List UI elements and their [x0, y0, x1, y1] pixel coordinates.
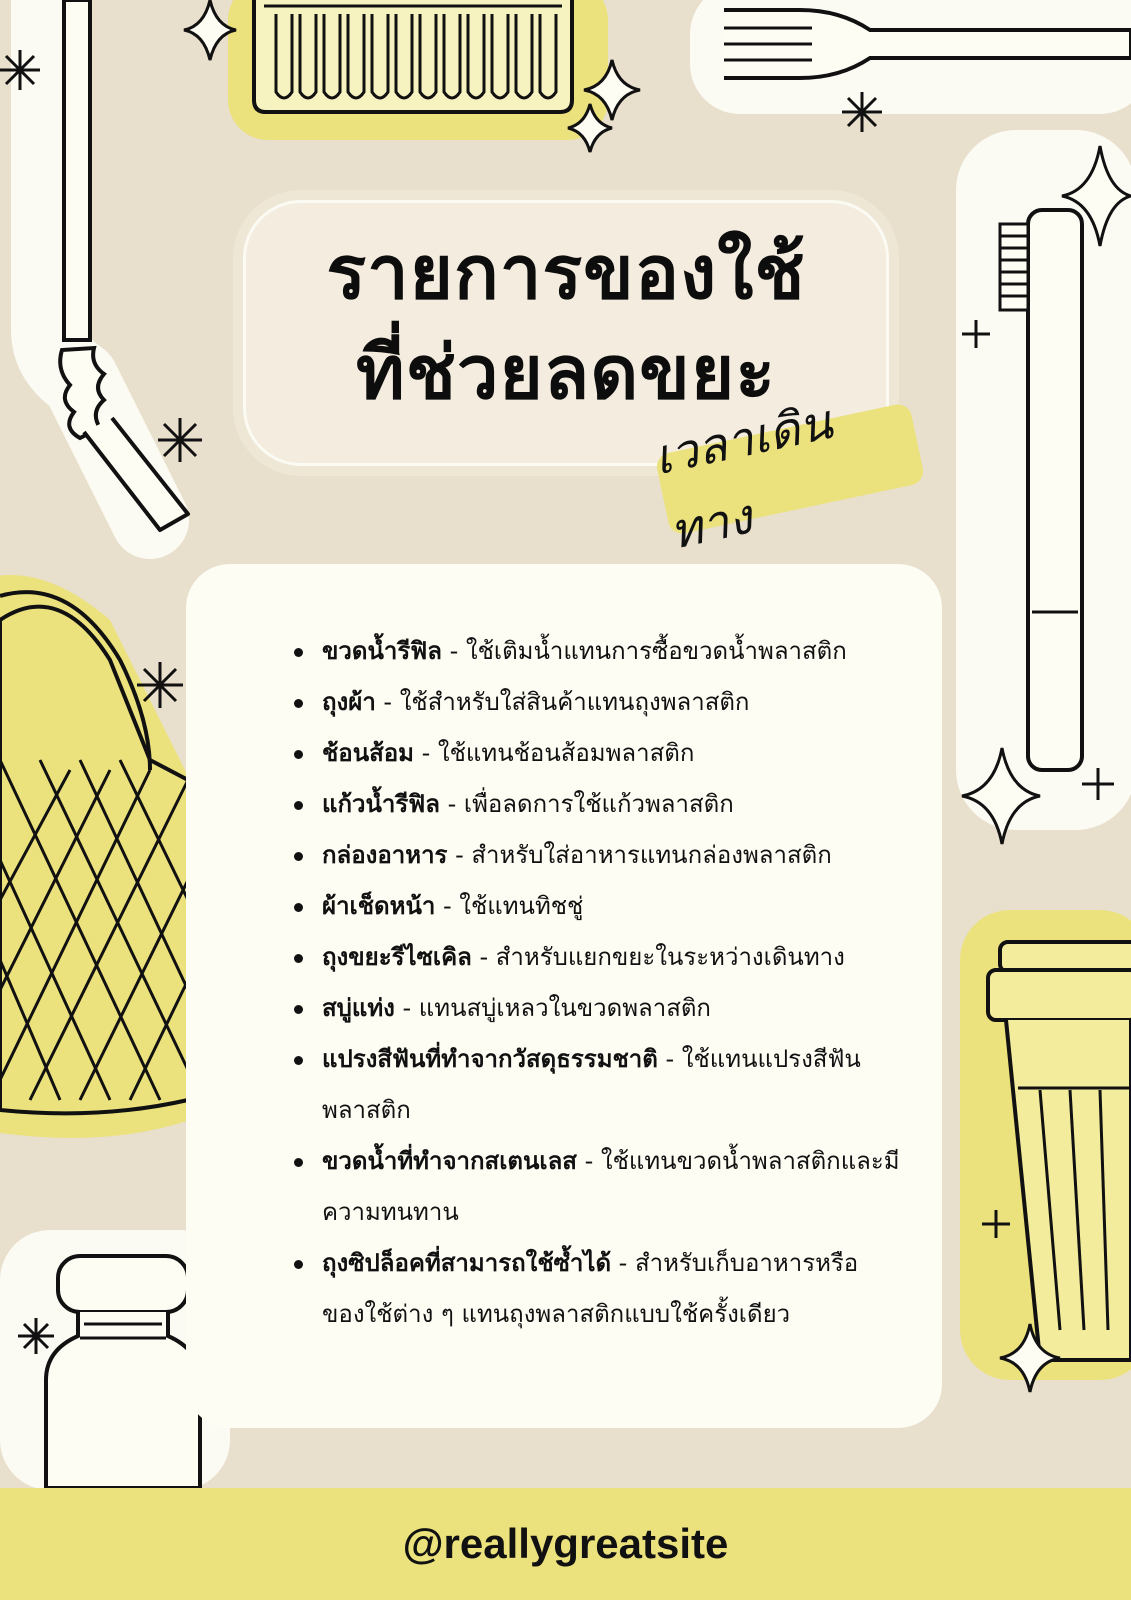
page-title-line-1: รายการของใช้ [326, 230, 806, 316]
item-name: ถุงซิปล็อคที่สามารถใช้ซ้ำได้ [322, 1249, 612, 1277]
mesh-bag-icon [0, 575, 190, 1138]
item-name: กล่องอาหาร [322, 841, 448, 869]
coffee-cup-icon [960, 910, 1131, 1380]
item-description: - ใช้เติมน้ำแทนการซื้อขวดน้ำพลาสติก [441, 637, 847, 665]
item-name: ขวดน้ำที่ทำจากสเตนเลส [322, 1147, 577, 1175]
item-description: - สำหรับใส่อาหารแทนกล่องพลาสติก [447, 841, 832, 869]
fork-icon [690, 0, 1131, 114]
page-title-line-2: ที่ช่วยลดขยะ [355, 330, 776, 416]
item-description: - สำหรับเก็บอาหารหรือของใช้ต่าง ๆ แทนถุง… [322, 1249, 859, 1328]
item-name: ขวดน้ำรีฟิล [322, 637, 442, 665]
item-description: - สำหรับแยกขยะในระหว่างเดินทาง [471, 943, 845, 971]
items-card: ขวดน้ำรีฟิล - ใช้เติมน้ำแทนการซื้อขวดน้ำ… [186, 564, 942, 1428]
title-panel: รายการของใช้ ที่ช่วยลดขยะ [243, 200, 889, 466]
item-description: - ใช้สำหรับใส่สินค้าแทนถุงพลาสติก [375, 688, 750, 716]
item-name: แก้วน้ำรีฟิล [322, 790, 440, 818]
item-description: - เพื่อลดการใช้แก้วพลาสติก [439, 790, 734, 818]
subtitle-badge: เวลาเดินทาง [649, 394, 926, 561]
item-description: - แทนสบู่เหลวในขวดพลาสติก [394, 994, 711, 1022]
list-item: ขวดน้ำที่ทำจากสเตนเลส - ใช้แทนขวดน้ำพลาส… [294, 1136, 914, 1238]
item-name: ถุงผ้า [322, 688, 376, 716]
toothbrush-icon [956, 130, 1131, 830]
list-item: ผ้าเช็ดหน้า - ใช้แทนทิชชู่ [294, 881, 914, 932]
drinking-straw-icon [11, 0, 190, 559]
item-name: สบู่แท่ง [322, 994, 395, 1022]
item-name: ช้อนส้อม [322, 739, 414, 767]
list-item: แปรงสีฟันที่ทำจากวัสดุธรรมชาติ - ใช้แทนแ… [294, 1034, 914, 1136]
list-item: ถุงผ้า - ใช้สำหรับใส่สินค้าแทนถุงพลาสติก [294, 677, 914, 728]
item-description: - ใช้แทนช้อนส้อมพลาสติก [414, 739, 695, 767]
list-item: ขวดน้ำรีฟิล - ใช้เติมน้ำแทนการซื้อขวดน้ำ… [294, 626, 914, 677]
item-name: ถุงขยะรีไซเคิล [322, 943, 472, 971]
list-item: กล่องอาหาร - สำหรับใส่อาหารแทนกล่องพลาสต… [294, 830, 914, 881]
item-name: ผ้าเช็ดหน้า [322, 892, 436, 920]
list-item: สบู่แท่ง - แทนสบู่เหลวในขวดพลาสติก [294, 983, 914, 1034]
list-item: ถุงซิปล็อคที่สามารถใช้ซ้ำได้ - สำหรับเก็… [294, 1238, 914, 1340]
footer-bar: @reallygreatsite [0, 1488, 1131, 1600]
comb-icon [228, 0, 608, 140]
sparkle-icon [0, 50, 1114, 1354]
list-item: ถุงขยะรีไซเคิล - สำหรับแยกขยะในระหว่างเด… [294, 932, 914, 983]
items-list: ขวดน้ำรีฟิล - ใช้เติมน้ำแทนการซื้อขวดน้ำ… [294, 626, 914, 1340]
item-description: - ใช้แทนแปรงสีฟันพลาสติก [322, 1045, 861, 1124]
water-bottle-icon [0, 1230, 230, 1490]
item-description: - ใช้แทนขวดน้ำพลาสติกและมีความทนทาน [322, 1147, 900, 1226]
list-item: แก้วน้ำรีฟิล - เพื่อลดการใช้แก้วพลาสติก [294, 779, 914, 830]
item-description: - ใช้แทนทิชชู่ [435, 892, 584, 920]
footer-handle: @reallygreatsite [402, 1520, 729, 1567]
sparkle-icon [183, 0, 1131, 1393]
list-item: ช้อนส้อม - ใช้แทนช้อนส้อมพลาสติก [294, 728, 914, 779]
item-name: แปรงสีฟันที่ทำจากวัสดุธรรมชาติ [322, 1045, 658, 1073]
